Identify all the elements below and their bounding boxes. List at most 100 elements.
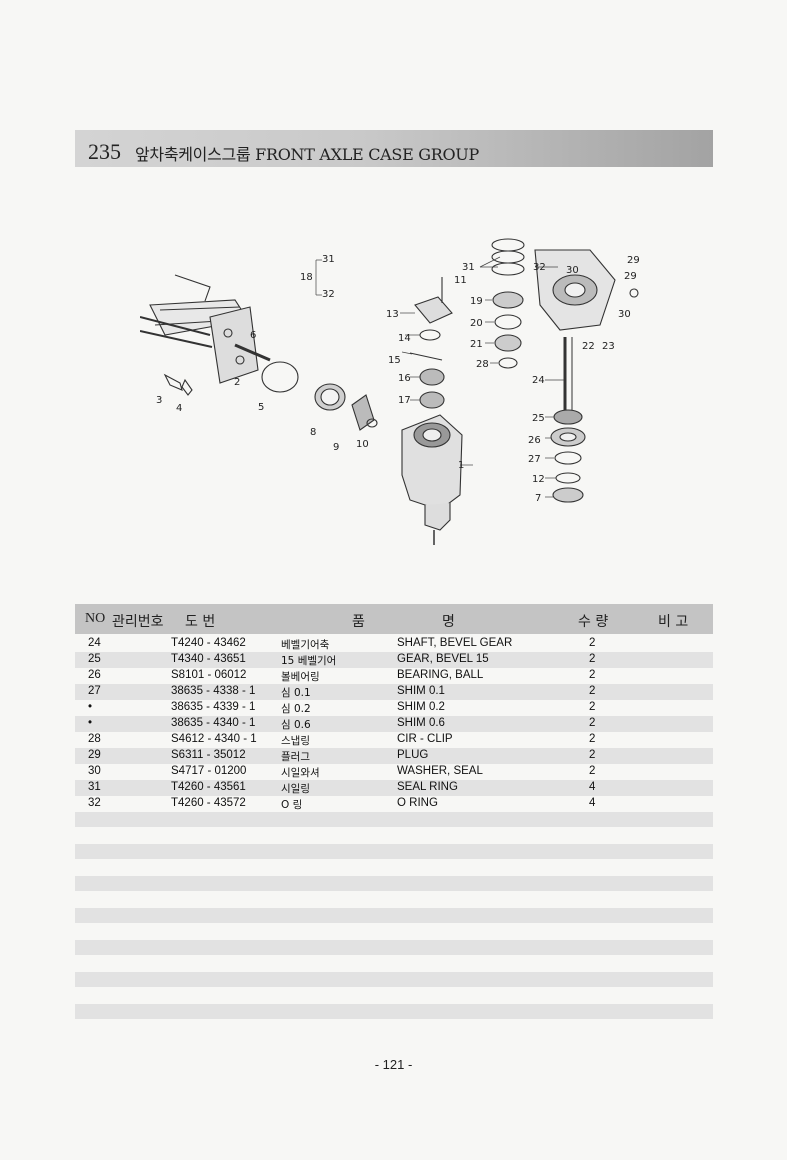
table-row: 26 S8101 - 06012 볼베어링 BEARING, BALL 2 (75, 668, 713, 684)
diagram-label: 12 (532, 474, 545, 485)
diagram-label: 22 (582, 341, 595, 352)
diagram-label: 26 (528, 435, 541, 446)
row-part-number: S8101 - 06012 (171, 669, 247, 681)
diagram-label: 13 (386, 309, 399, 320)
row-no: 32 (88, 797, 101, 809)
diagram-label: 14 (398, 333, 411, 344)
header-drawing-no: 도 번 (185, 614, 216, 630)
row-name-en: BEARING, BALL (397, 669, 484, 681)
row-part-number: T4260 - 43561 (171, 781, 246, 793)
header-qty: 수 량 (578, 614, 609, 630)
diagram-label: 27 (528, 454, 541, 465)
row-no: 25 (88, 653, 101, 665)
row-qty: 4 (589, 797, 596, 809)
diagram-label: 2 (234, 377, 240, 388)
table-row: 24 T4240 - 43462 베벨기어축 SHAFT, BEVEL GEAR… (75, 636, 713, 652)
empty-row-band (75, 812, 713, 827)
row-part-number: 38635 - 4339 - 1 (171, 701, 256, 713)
diagram-label: 9 (333, 442, 339, 453)
header-name-en: 명 (442, 614, 455, 630)
diagram-label: 29 (624, 271, 637, 282)
diagram-label: 5 (258, 402, 264, 413)
diagram-label: 24 (532, 375, 545, 386)
row-qty: 2 (589, 685, 596, 697)
table-row: 31 T4260 - 43561 시일링 SEAL RING 4 (75, 780, 713, 796)
row-no: 30 (88, 765, 101, 777)
section-title: 앞차축케이스그룹 FRONT AXLE CASE GROUP (135, 145, 479, 164)
row-part-number: 38635 - 4340 - 1 (171, 717, 256, 729)
exploded-parts-diagram: 1 2 3 4 5 6 7 8 9 10 11 12 13 14 15 16 1… (140, 238, 640, 545)
row-no: 27 (88, 685, 101, 697)
row-no: 26 (88, 669, 101, 681)
diagram-label: 31 (462, 262, 475, 273)
row-name-kr: 심 0.6 (281, 719, 311, 731)
page-number: - 121 - (374, 1057, 413, 1072)
row-no: 28 (88, 733, 101, 745)
row-no: • (88, 701, 93, 713)
row-name-kr: 스냅링 (281, 735, 310, 747)
empty-row-band (75, 844, 713, 859)
row-part-number: T4240 - 43462 (171, 637, 246, 649)
diagram-label: 19 (470, 296, 483, 307)
diagram-label: 18 (300, 272, 313, 283)
diagram-label: 30 (618, 309, 631, 320)
row-name-kr: 시일와셔 (281, 767, 320, 779)
row-name-en: SHIM 0.1 (397, 685, 445, 697)
row-name-en: WASHER, SEAL (397, 765, 483, 777)
diagram-label: 16 (398, 373, 411, 384)
header-remarks: 비 고 (658, 614, 689, 630)
diagram-label: 3 (156, 395, 162, 406)
row-no: 31 (88, 781, 101, 793)
row-qty: 2 (589, 717, 596, 729)
row-part-number: S6311 - 35012 (171, 749, 246, 761)
diagram-label: 11 (454, 275, 467, 286)
diagram-label: 8 (310, 427, 316, 438)
diagram-label: 10 (356, 439, 369, 450)
row-name-en: SHIM 0.2 (397, 701, 445, 713)
row-no: 24 (88, 637, 101, 649)
row-name-kr: 시일링 (281, 783, 310, 795)
diagram-label: 32 (533, 262, 546, 273)
row-no: 29 (88, 749, 101, 761)
row-name-kr: 15 베벨기어 (281, 655, 337, 667)
section-title-bar: 235 앞차축케이스그룹 FRONT AXLE CASE GROUP (75, 130, 713, 167)
row-part-number: S4612 - 4340 - 1 (171, 733, 257, 745)
row-name-en: SHIM 0.6 (397, 717, 445, 729)
row-qty: 2 (589, 733, 596, 745)
diagram-label: 28 (476, 359, 489, 370)
empty-row-band (75, 908, 713, 923)
row-name-en: SHAFT, BEVEL GEAR (397, 637, 513, 649)
row-qty: 2 (589, 669, 596, 681)
diagram-label: 25 (532, 413, 545, 424)
row-name-kr: O 링 (281, 799, 303, 811)
table-row: • 38635 - 4339 - 1 심 0.2 SHIM 0.2 2 (75, 700, 713, 716)
row-qty: 2 (589, 701, 596, 713)
section-number: 235 (88, 139, 121, 164)
diagram-label: 6 (250, 330, 256, 341)
table-row: • 38635 - 4340 - 1 심 0.6 SHIM 0.6 2 (75, 716, 713, 732)
row-part-number: 38635 - 4338 - 1 (171, 685, 256, 697)
table-row: 30 S4717 - 01200 시일와셔 WASHER, SEAL 2 (75, 764, 713, 780)
header-name-kr: 품 (352, 614, 365, 630)
row-qty: 2 (589, 653, 596, 665)
row-name-en: O RING (397, 797, 438, 809)
diagram-label: 23 (602, 341, 615, 352)
row-qty: 2 (589, 765, 596, 777)
diagram-label: 20 (470, 318, 483, 329)
table-row: 27 38635 - 4338 - 1 심 0.1 SHIM 0.1 2 (75, 684, 713, 700)
empty-row-band (75, 876, 713, 891)
flange (209, 306, 259, 384)
diagram-label: 4 (176, 403, 182, 414)
row-qty: 4 (589, 781, 596, 793)
diagram-label: 29 (627, 255, 640, 266)
parts-table-header: NO 관리번호 도 번 품 명 수 량 비 고 (75, 604, 713, 634)
table-row: 29 S6311 - 35012 플러그 PLUG 2 (75, 748, 713, 764)
row-name-en: CIR - CLIP (397, 733, 453, 745)
table-row: 32 T4260 - 43572 O 링 O RING 4 (75, 796, 713, 812)
table-row: 28 S4612 - 4340 - 1 스냅링 CIR - CLIP 2 (75, 732, 713, 748)
empty-row-band (75, 972, 713, 987)
row-name-en: PLUG (397, 749, 429, 761)
diagram-label: 7 (535, 493, 541, 504)
row-name-en: SEAL RING (397, 781, 458, 793)
row-no: • (88, 717, 93, 729)
